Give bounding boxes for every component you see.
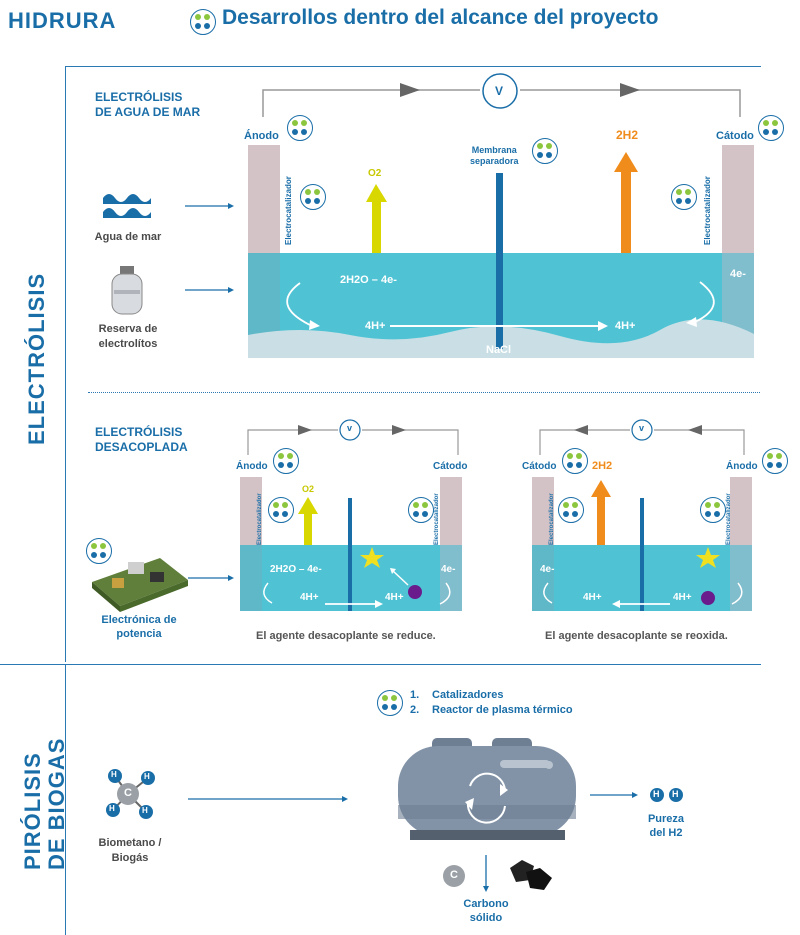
dec-right-electrons: 4e- (540, 564, 555, 575)
pyrolysis-item-1-num: 1. (410, 689, 420, 701)
dec-left-cathode-label: Cátodo (433, 461, 468, 472)
decoupled-heading: ELECTRÓLISIS DESACOPLADA (95, 425, 188, 455)
h2-atom-2-symbol: H (672, 789, 679, 799)
power-electronics-line2: potencia (116, 628, 162, 640)
dec-right-h2: 4H+ (673, 592, 692, 603)
badge-dec-left-anode-icon (273, 448, 299, 474)
h-ion-right-label: 4H+ (615, 320, 636, 332)
dec-right-h2-label: 2H2 (592, 460, 613, 472)
electrocatalyst-label-left: Electrocatalizador (284, 176, 293, 245)
decoupled-heading-line1: ELECTRÓLISIS (95, 425, 183, 439)
nacl-label: NaCl (486, 344, 512, 356)
badge-membrane-icon (532, 138, 558, 164)
dec-right-caption: El agente desacoplante se reoxida. (545, 630, 728, 642)
methane-h4-symbol: H (142, 806, 148, 815)
section-divider-top (65, 66, 761, 67)
badge-cathode-icon (758, 115, 784, 141)
badge-power-electronics-icon (86, 538, 112, 564)
membrane-label-line1: Membrana (471, 145, 517, 155)
biomethane-line2: Biogás (111, 852, 149, 864)
dec-left-reaction: 2H2O – 4e- (270, 564, 322, 575)
dec-left-voltmeter: v (347, 423, 353, 433)
section-divider-vertical (65, 66, 66, 662)
dec-left-cat1-label: Electrocatalizador (257, 493, 263, 545)
h2-purity-label: Pureza del H2 (636, 812, 696, 840)
power-electronics-line1: Electrónica de (101, 614, 177, 626)
reaction-label: 2H2O – 4e- (340, 274, 397, 286)
seawater-heading-line2: DE AGUA DE MAR (95, 105, 201, 119)
methane-h3-symbol: H (109, 804, 115, 813)
h2-purity-line2: del H2 (649, 827, 683, 839)
pyrolysis-item-1: 1. Catalizadores (410, 688, 573, 703)
badge-pyrolysis-icon (377, 690, 403, 716)
h2-atom-1-symbol: H (653, 789, 660, 799)
methane-h2-symbol: H (144, 772, 150, 781)
input-electrolyte-line2: electrolítos (98, 338, 158, 350)
power-electronics-label: Electrónica de potencia (86, 613, 192, 641)
membrane-label-line2: separadora (470, 156, 519, 166)
dec-right-anode-label: Ánodo (726, 461, 758, 472)
pyrolysis-item-2-text: Reactor de plasma térmico (432, 704, 573, 716)
carbon-output-symbol: C (450, 869, 458, 881)
electrons-right-label: 4e- (730, 268, 746, 280)
dec-right-cat2-label: Electrocatalizador (726, 493, 732, 545)
section-divider-vertical-bottom (65, 664, 66, 935)
solid-carbon-line1: Carbono (463, 898, 509, 910)
badge-dec-right-anode-icon (762, 448, 788, 474)
badge-electrocatalyst-left-icon (300, 184, 326, 210)
page-title: Desarrollos dentro del alcance del proye… (222, 6, 659, 29)
h2-label: 2H2 (616, 128, 639, 142)
badge-dec-right-cat2-icon (700, 497, 726, 523)
biomethane-line1: Biometano / (98, 837, 162, 849)
project-badge-icon (190, 9, 216, 35)
section-divider-mid (0, 664, 761, 665)
dec-right-cat1-label: Electrocatalizador (549, 493, 555, 545)
pyrolysis-item-2-num: 2. (410, 704, 420, 716)
badge-dec-left-cat1-icon (268, 497, 294, 523)
brand-logo: HIDRURA (8, 8, 117, 33)
electrocatalyst-label-right: Electrocatalizador (703, 176, 712, 245)
pyrolysis-item-2: 2. Reactor de plasma térmico (410, 703, 573, 718)
pyrolysis-list: 1. Catalizadores 2. Reactor de plasma térm… (410, 688, 573, 718)
dec-left-h1: 4H+ (300, 592, 319, 603)
dec-left-cat2-label: Electrocatalizador (434, 493, 440, 545)
section-divider-dotted (88, 392, 760, 393)
solid-carbon-line2: sólido (469, 912, 503, 924)
h-ion-left-label: 4H+ (365, 320, 386, 332)
pyrolysis-item-1-text: Catalizadores (432, 689, 504, 701)
input-electrolyte-line1: Reserva de (98, 323, 158, 335)
o2-label: O2 (368, 168, 382, 179)
dec-right-h1: 4H+ (583, 592, 602, 603)
membrane-label: Membrana separadora (470, 145, 519, 167)
carbon-atom-symbol: C (124, 787, 132, 799)
input-seawater-label: Agua de mar (94, 231, 162, 243)
solid-carbon-label: Carbono sólido (450, 897, 522, 925)
dec-left-o2-label: O2 (302, 484, 315, 494)
biomethane-label: Biometano / Biogás (88, 836, 172, 866)
seawater-heading-line1: ELECTRÓLISIS (95, 90, 183, 104)
methane-h1-symbol: H (111, 770, 117, 779)
dec-left-anode-label: Ánodo (236, 461, 268, 472)
decoupled-heading-line2: DESACOPLADA (95, 440, 188, 454)
dec-left-h2: 4H+ (385, 592, 404, 603)
dec-left-caption: El agente desacoplante se reduce. (256, 630, 436, 642)
dec-right-voltmeter: v (639, 423, 645, 433)
input-electrolyte-label: Reserva de electrolítos (88, 322, 168, 352)
seawater-heading: ELECTRÓLISIS DE AGUA DE MAR (95, 90, 200, 120)
cathode-label: Cátodo (716, 130, 754, 142)
voltmeter-label: V (495, 84, 504, 98)
dec-right-cathode-label: Cátodo (522, 461, 557, 472)
badge-electrocatalyst-right-icon (671, 184, 697, 210)
h2-purity-line1: Pureza (647, 813, 685, 825)
anode-label: Ánodo (244, 130, 279, 142)
badge-dec-left-cat2-icon (408, 497, 434, 523)
dec-left-electrons: 4e- (441, 564, 456, 575)
badge-dec-right-cathode-icon (562, 448, 588, 474)
badge-dec-right-cat1-icon (558, 497, 584, 523)
badge-anode-icon (287, 115, 313, 141)
